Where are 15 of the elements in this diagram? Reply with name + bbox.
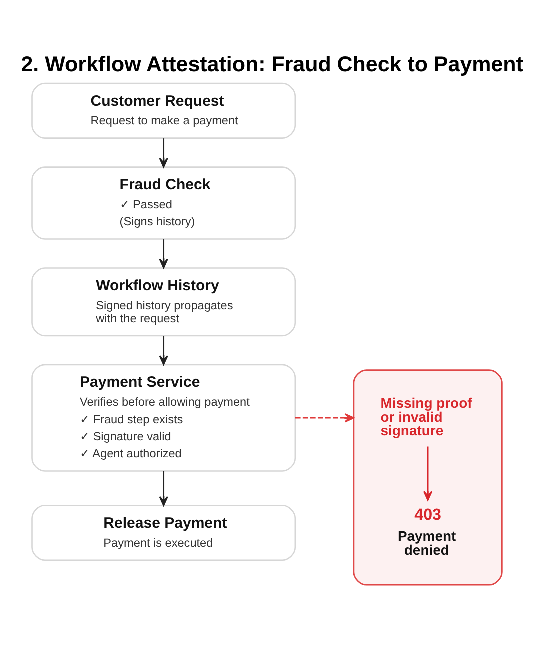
diagram-title: 2. Workflow Attestation: Fraud Check to Payment: [21, 52, 524, 77]
arrow: [159, 471, 168, 506]
node-box: Customer Request Request to make a payment: [32, 82, 296, 139]
node-box: Fraud Check ✓ Passed (Signs history): [32, 166, 296, 240]
arrow: [159, 240, 168, 269]
node-box: Release Payment Payment is executed: [32, 504, 296, 562]
node-box: Payment Service Verifies before allowing payment ✓ Fraud step exists ✓ Signature valid ✓ Agent authorized: [32, 364, 296, 472]
node-text: 403 Payment denied: [398, 506, 456, 558]
arrow: [423, 446, 433, 501]
node-box: Workflow History Signed history propagates with the request: [32, 268, 296, 337]
arrow: [295, 414, 355, 423]
node-text: Missing proof or invalid signature: [380, 394, 472, 439]
cluster: [353, 370, 503, 586]
arrow: [159, 138, 168, 168]
arrow: [159, 336, 168, 366]
